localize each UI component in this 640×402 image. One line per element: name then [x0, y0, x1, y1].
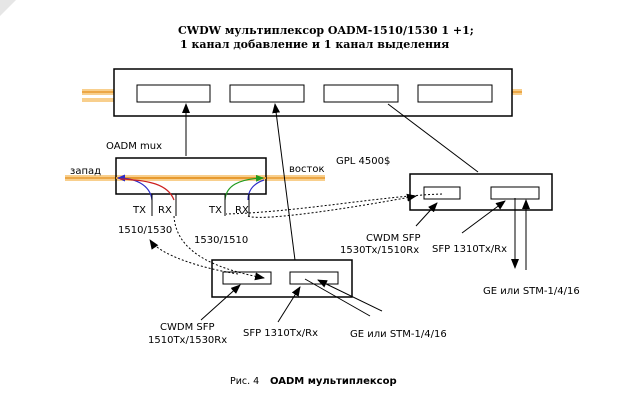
bottom-sfp-slot: [289, 271, 339, 285]
right-cwdm-sfp-label-1: CWDM SFP: [366, 233, 421, 244]
right-tx-path: [224, 174, 264, 201]
right-cwdm-sfp-label-2: 1530Tx/1510Rx: [340, 245, 419, 256]
dotted-fiber-to-bottom-device: [173, 215, 265, 281]
left-tx-path: [117, 174, 153, 201]
right-rx-label: RX: [235, 205, 249, 216]
gpl-price-label: GPL 4500$: [336, 156, 390, 167]
chassis-slot-1: [136, 84, 211, 103]
left-rx-path: [119, 178, 175, 201]
bottom-ge-arrow-in: [317, 279, 383, 312]
caption-title: OADM мультиплексор: [270, 376, 397, 387]
bottom-ge-label: GE или STM-1/4/16: [350, 329, 447, 340]
bottom-sfp-label: SFP 1310Tx/Rx: [243, 328, 318, 339]
chassis-slot-2: [229, 84, 305, 103]
bottom-cwdm-sfp-label-2: 1510Tx/1530Rx: [148, 335, 227, 346]
dotted-fiber-from-right-device: [225, 193, 443, 215]
title-line-1: CWDW мультиплексор OADM-1510/1530 1 +1;: [178, 24, 474, 37]
left-wavelength-label: 1510/1530: [118, 225, 172, 236]
right-ge-label: GE или STM-1/4/16: [483, 286, 580, 297]
right-sfp-slot: [490, 186, 540, 200]
oadm-mux-box: [115, 157, 267, 195]
east-label: восток: [289, 164, 325, 175]
right-to-chassis-line: [387, 103, 479, 173]
bottom-to-chassis-arrow: [272, 103, 297, 269]
left-tx-label: TX: [132, 205, 146, 216]
caption-prefix: Рис. 4: [230, 376, 259, 387]
right-rx-path: [247, 179, 265, 201]
right-cwdm-sfp-slot: [423, 186, 461, 200]
bottom-ge-line-out: [304, 278, 371, 317]
west-label: запад: [70, 166, 101, 177]
chassis-slot-4: [417, 84, 493, 103]
chassis-slot-3: [323, 84, 399, 103]
bottom-cwdm-sfp-label-1: CWDM SFP: [160, 322, 215, 333]
right-tx-label: TX: [208, 205, 222, 216]
dotted-fiber-from-bottom-device: [149, 239, 239, 275]
right-sfp-label: SFP 1310Tx/Rx: [432, 244, 507, 255]
right-wavelength-label: 1530/1510: [194, 235, 248, 246]
oadm-mux-label: OADM mux: [106, 141, 162, 152]
left-rx-label: RX: [158, 205, 172, 216]
title-line-2: 1 канал добавление и 1 канал выделения: [180, 38, 449, 51]
